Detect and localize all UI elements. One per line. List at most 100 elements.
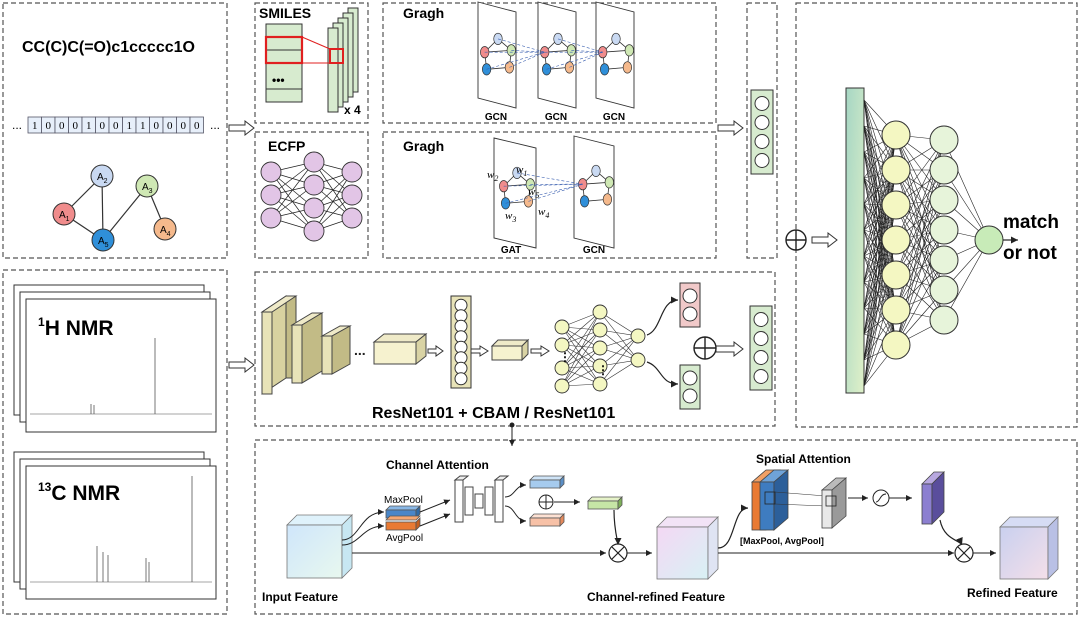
layer-label: GCN [583, 245, 605, 256]
molecule-feature-vector [750, 89, 774, 175]
bit-value: 0 [100, 120, 106, 132]
resnet-ellipsis: ... [354, 342, 366, 358]
graph-node [611, 32, 621, 45]
bit-value: 1 [86, 120, 92, 132]
output-line2: or not [1003, 243, 1057, 264]
bit-value: 1 [127, 120, 133, 132]
bit-value: 0 [59, 120, 65, 132]
concat-panel [746, 2, 778, 259]
resnet-mlp-neuron [630, 352, 646, 368]
channel-sum-symbol [538, 494, 554, 510]
atom-label: A5 [98, 236, 109, 249]
resnet-feature-vector [450, 295, 472, 389]
arrow-molecule-to-encoders [228, 119, 255, 137]
avgpool-bar [385, 515, 421, 531]
nmr-feature-vector [749, 305, 773, 391]
vector-cell [754, 115, 770, 130]
spatial-pool-maps [750, 469, 827, 531]
resnet-mlp: ⋮⋮ [554, 304, 646, 394]
spatial-attention-title: Spatial Attention [756, 452, 851, 466]
layer-plane [493, 137, 537, 249]
spatial-conv [820, 477, 848, 529]
vector-cell [753, 331, 769, 346]
cnn-layer-stack [301, 7, 359, 113]
output-neuron [974, 225, 1004, 255]
resnet-mlp-neuron [554, 319, 570, 335]
refined-feature-label: Refined Feature [967, 586, 1058, 600]
ecfp-neuron [341, 161, 363, 183]
resnet-mlp-neuron [554, 360, 570, 376]
arrow-to-concat [717, 119, 744, 137]
hidden1-neuron [881, 190, 911, 220]
vector-cell [682, 388, 698, 404]
hidden2-neuron [929, 185, 959, 215]
attention-weight-label: w4 [538, 206, 549, 220]
vector-cell [753, 350, 769, 365]
molecule-panel [2, 2, 228, 259]
input-to-maxpool-arrow [341, 509, 385, 541]
channel-attention-title: Channel Attention [386, 458, 489, 472]
graph-bottom-title: Gragh [403, 138, 444, 154]
bit-value: 0 [181, 120, 187, 132]
bits-ellipsis-right: ... [210, 118, 220, 132]
resnet-mlp-neuron [554, 378, 570, 394]
vector-cell [754, 96, 770, 111]
smiles-embedding-matrix: ••• [264, 23, 304, 103]
atom-node [90, 164, 114, 188]
input-to-avgpool-arrow [341, 523, 385, 546]
vector-cell [753, 369, 769, 384]
output-line1: match [1003, 212, 1059, 233]
vector-cell [454, 372, 468, 386]
gcn-layer-label: GCN [545, 112, 567, 123]
resnet-mlp-neuron [554, 337, 570, 353]
hidden2-neuron [929, 215, 959, 245]
layer-plane [477, 1, 517, 109]
matrix-dots: ••• [272, 73, 285, 87]
fused-feature-bar [845, 87, 865, 394]
attention-weight-label: w1 [516, 164, 527, 178]
resnet-panel [254, 271, 776, 427]
classifier-mlp [863, 99, 1018, 387]
vector-cell [682, 306, 698, 322]
nmr-panel [2, 269, 228, 615]
graph-node [591, 164, 601, 177]
gcn-layer-label: GCN [485, 112, 507, 123]
hidden1-neuron [881, 225, 911, 255]
ecfp-mlp [260, 151, 363, 242]
shared-mlp [453, 475, 510, 523]
mlp-dots: ⋮ [597, 363, 609, 377]
classifier-panel [795, 2, 1078, 428]
input-feature-label: Input Feature [262, 590, 338, 604]
graph-node [602, 193, 613, 206]
mlp-out-max [529, 475, 565, 489]
graph-node [622, 61, 633, 74]
smiles-branch-title: SMILES [259, 5, 311, 21]
bit-value: 1 [32, 120, 38, 132]
bit-value: 1 [140, 120, 146, 132]
hidden1-neuron [881, 330, 911, 360]
atom-node [135, 174, 159, 198]
hidden2-neuron [929, 125, 959, 155]
repeat-count: x 4 [344, 103, 361, 117]
layer-plane [595, 1, 635, 109]
ecfp-panel [254, 131, 369, 259]
bit-value: 0 [154, 120, 160, 132]
c-nmr-spectra: 13C NMR [13, 451, 217, 600]
ecfp-neuron [341, 207, 363, 229]
caption-dot [509, 422, 515, 428]
atom-label: A1 [59, 210, 70, 223]
resnet-blocks: ... [260, 295, 530, 395]
smiles-string: CC(C)C(=O)c1ccccc1O [22, 39, 195, 56]
avgpool-label: AvgPool [386, 533, 423, 544]
bits-ellipsis-left: ... [12, 118, 22, 132]
arrow-to-classifier [811, 231, 838, 249]
hidden1-neuron [881, 295, 911, 325]
channel-refined-cube [656, 516, 719, 580]
bit-value: 0 [167, 120, 173, 132]
ecfp-neuron [260, 161, 282, 183]
